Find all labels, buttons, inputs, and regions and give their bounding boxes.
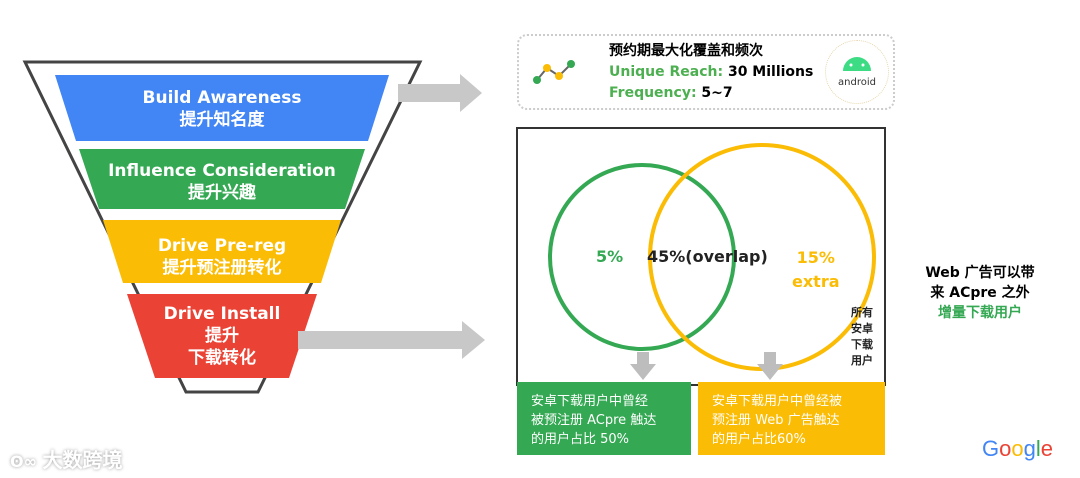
venn-side-label: 所有安卓下载用户 — [851, 305, 873, 369]
box-line: 安卓下载用户中曾经被 — [712, 394, 843, 409]
side-label-line: 安卓 — [851, 322, 873, 335]
arrow-down-green — [630, 352, 656, 380]
box-line: 预注册 Web 广告触达 — [712, 413, 840, 428]
arrow-to-venn — [298, 321, 485, 359]
funnel-band-awareness — [55, 75, 389, 141]
stage-zh: 提升预注册转化 — [162, 258, 282, 278]
android-robot-icon — [843, 57, 871, 71]
venn-right-pct: 15% — [796, 248, 835, 267]
side-note-line: 来 ACpre 之外 — [930, 285, 1030, 301]
android-logo: android — [825, 40, 889, 104]
box-line: 的用户占比60% — [712, 432, 806, 447]
watermark: ʘ∞ 大数跨境 — [10, 444, 123, 473]
watermark-text: 大数跨境 — [42, 448, 123, 472]
stage-en: Drive Pre-reg — [157, 236, 287, 256]
acpre-reach-box: 安卓下载用户中曾经被预注册 ACpre 触达的用户占比 50% — [517, 382, 691, 455]
line-chart-icon — [533, 60, 575, 84]
stage-en: Drive Install — [163, 304, 281, 324]
venn-left-pct: 5% — [596, 247, 624, 266]
stage-en: Build Awareness — [142, 88, 302, 108]
card-title: 预约期最大化覆盖和频次 — [609, 43, 763, 59]
stage-zh: 提升知名度 — [179, 110, 265, 130]
side-note-highlight: 增量下载用户 — [938, 305, 1022, 321]
freq-value: 5~7 — [701, 85, 733, 101]
venn-circle-acpre — [548, 163, 736, 351]
reach-label: Unique Reach: — [609, 64, 724, 80]
web-reach-box: 安卓下载用户中曾经被预注册 Web 广告触达的用户占比60% — [698, 382, 885, 455]
box-line: 安卓下载用户中曾经 — [531, 394, 649, 409]
side-label-line: 所有 — [851, 306, 873, 319]
box-line: 被预注册 ACpre 触达 — [531, 413, 657, 428]
side-note: Web 广告可以带 来 ACpre 之外 增量下载用户 — [905, 263, 1055, 323]
google-logo: Google — [982, 436, 1054, 461]
arrow-to-card — [398, 74, 482, 112]
venn-overlap: 45%(overlap) — [647, 247, 768, 266]
arrow-down-yellow — [757, 352, 783, 380]
reach-card: 预约期最大化覆盖和频次 Unique Reach: 30 Millions Fr… — [517, 34, 895, 110]
stage-en: Influence Consideration — [108, 161, 336, 181]
watermark-logo-icon: ʘ∞ — [10, 452, 43, 471]
funnel-band-install — [127, 294, 317, 378]
side-label-line: 用户 — [851, 354, 873, 367]
box-line: 的用户占比 50% — [531, 432, 630, 447]
stage-zh: 提升 — [205, 326, 239, 346]
venn-right-extra: extra — [792, 272, 840, 291]
side-label-line: 下载 — [851, 338, 873, 351]
side-note-line: Web 广告可以带 — [925, 265, 1035, 281]
android-label: android — [838, 77, 876, 88]
funnel-band-consideration — [79, 149, 365, 209]
freq-label: Frequency: — [609, 85, 697, 101]
stage-zh: 提升兴趣 — [188, 183, 256, 203]
reach-value: 30 Millions — [727, 64, 814, 80]
stage-zh: 下载转化 — [188, 348, 256, 368]
funnel-band-prereg — [103, 220, 341, 283]
